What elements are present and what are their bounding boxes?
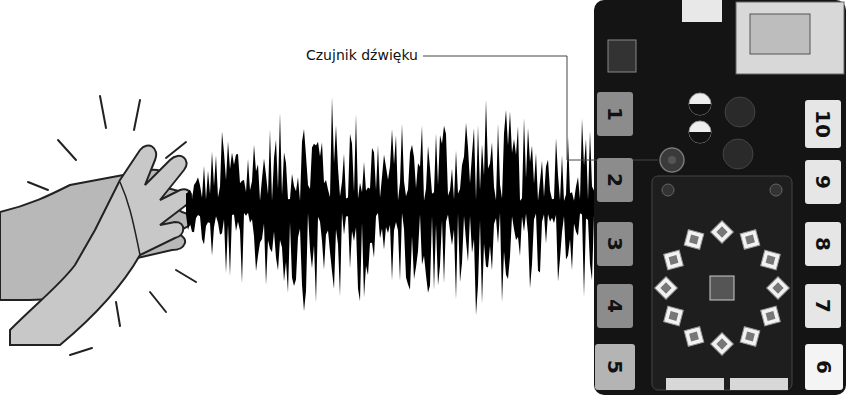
pin-pad: 8 [805,222,841,266]
pin-number: 7 [813,299,833,313]
pin-number: 8 [813,237,833,251]
pin-pad: 6 [805,344,843,390]
hand-crease [120,182,140,255]
led-body [761,306,781,326]
led [664,250,684,270]
led-die [766,255,776,265]
led-body [684,230,704,250]
led [684,327,704,347]
led-body [761,250,781,270]
led [740,327,760,347]
led-die [745,235,755,245]
pin-pad: 7 [805,284,841,328]
sound-sensor [660,148,684,172]
led-die [766,311,776,321]
led-die [660,282,671,293]
front-hand [10,145,191,345]
mount-hole [770,184,782,196]
inductor [608,40,636,72]
pin-number: 9 [813,175,833,189]
wifi-chip [750,14,810,54]
center-button [710,276,734,300]
pin-pad: 5 [595,344,635,390]
led-body [684,327,704,347]
part-label: Czujnik dźwięku [305,47,419,63]
pin-number: 3 [605,237,625,251]
board-body [594,0,846,395]
led-body [740,230,760,250]
led-body [655,277,678,300]
led-body [664,306,684,326]
led-die [745,332,755,342]
pin-pad: 3 [597,222,633,266]
led-die [689,235,699,245]
pin-number: 4 [605,299,625,313]
connector [730,378,788,390]
capacitor-band [689,132,711,143]
usb-port [682,0,722,22]
wifi-module [736,2,844,74]
pin-number: 2 [605,173,625,187]
buzzer [725,97,755,127]
led-die [669,311,679,321]
led-die [716,226,727,237]
led-body [711,333,734,356]
capacitor [689,93,711,115]
led-body [664,250,684,270]
led-body [767,277,790,300]
led-die [689,332,699,342]
sound-sensor-hole [668,156,676,164]
led-die [669,255,679,265]
pin-pad: 10 [805,100,841,148]
led [664,306,684,326]
pin-pad: 2 [597,158,633,202]
pin-pad: 9 [805,160,841,204]
led [761,306,781,326]
led-module [652,176,792,390]
led [740,230,760,250]
led [711,333,734,356]
capacitor-band [689,104,711,115]
pin-number: 1 [605,107,625,121]
connector [666,378,724,390]
leader-line [423,56,658,160]
led-die [772,282,783,293]
led [767,277,790,300]
pin-number: 10 [813,110,833,138]
led-body [740,327,760,347]
circuit-board [594,0,846,395]
sound-waveform [186,97,606,315]
mount-hole [662,184,674,196]
buzzer [723,139,753,169]
led-body [711,221,734,244]
pin-pad: 4 [597,284,633,328]
led [655,277,678,300]
led-die [716,338,727,349]
capacitor [689,121,711,143]
clapping-hands [0,96,196,355]
led [711,221,734,244]
pin-number: 6 [814,360,834,374]
pin-pad: 1 [597,92,633,136]
led [761,250,781,270]
led-ring [655,221,790,356]
led [684,230,704,250]
pin-number: 5 [605,360,625,374]
